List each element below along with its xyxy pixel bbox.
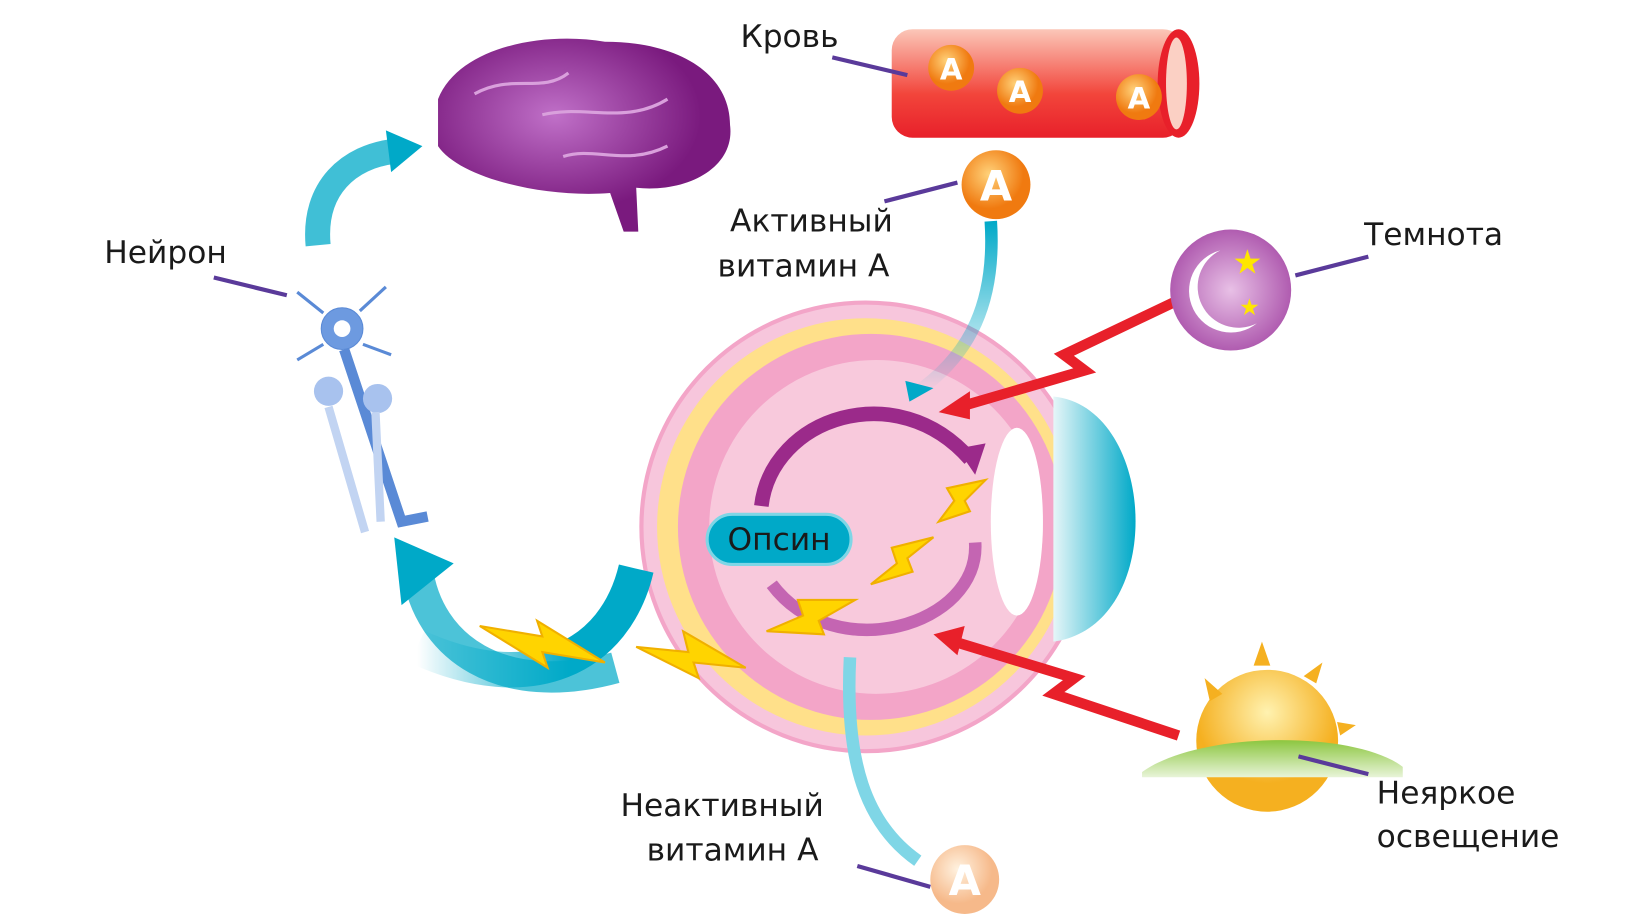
active-vitamin-label-line [883,180,958,204]
inactive-vitamin-arrow [843,656,922,866]
svg-text:A: A [980,161,1013,210]
active-vitamin-label-line2: витамин А [718,248,890,284]
blood-label: Кровь [740,19,838,55]
nerve-signal-bolts [479,478,989,681]
eye-lens [1053,396,1136,642]
dim-light-label-line [1297,754,1369,777]
arrowhead [905,380,934,402]
darkness-light-arrow [958,297,1176,412]
arrowhead [933,625,965,656]
svg-text:A: A [949,856,982,905]
svg-text:★: ★ [1239,295,1260,320]
active-vitamin-a-molecule: A [961,150,1031,220]
svg-text:Опсин: Опсин [728,522,831,558]
dim-light-arrow [952,636,1181,741]
active-vitamin-arrow [914,220,998,397]
neuron-to-brain-arrow-body [305,138,397,247]
svg-text:★: ★ [1232,244,1262,281]
arrowhead [938,391,970,420]
blood-label-line [831,55,908,78]
neuron-label-line [213,275,288,298]
dim-light-label-line1: Неяркое [1377,775,1516,811]
opsin-badge: Опсин [705,512,853,567]
darkness-label: Темнота [1363,217,1503,253]
visual-cycle-arrow-top [754,406,976,508]
inactive-vitamin-a-molecule: A [930,845,1000,914]
darkness-label-line [1294,254,1369,278]
arrowhead [385,130,423,173]
active-vitamin-label-line1: Активный [730,204,893,240]
inactive-vitamin-label-line1: Неактивный [621,788,824,824]
vitamin-a-molecule-blood-1: A [928,44,975,91]
svg-text:A: A [940,52,963,86]
dim-light-label-line2: освещение [1377,819,1560,855]
vitamin-a-molecule-blood-2: A [997,67,1043,114]
neuron-illustration [296,285,429,534]
eye-to-neuron-arrow-body [401,566,620,693]
brain-illustration [438,38,731,232]
sun-horizon-icon [1142,641,1403,812]
arrowhead [394,537,454,606]
neuron-label: Нейрон [104,235,227,271]
inactive-vitamin-label-line2: витамин А [647,833,819,869]
svg-text:A: A [1128,82,1151,116]
vitamin-a-molecule-blood-3: A [1115,74,1162,120]
inactive-vitamin-label-line [856,863,931,889]
svg-text:A: A [1009,75,1032,109]
visual-cycle-arrowhead [957,443,986,475]
moon-stars-icon: ★ ★ [1170,229,1292,351]
